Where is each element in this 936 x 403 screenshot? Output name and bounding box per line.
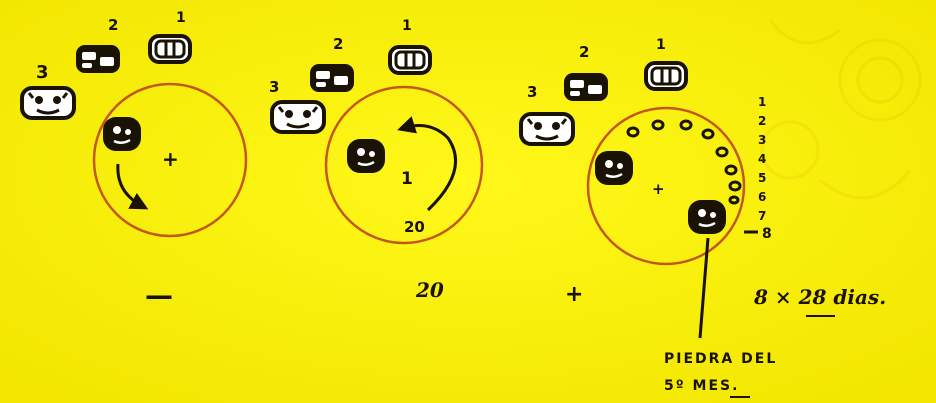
formula-text: 8 × 28 dias.: [753, 285, 886, 309]
count-number: 7: [758, 209, 766, 223]
stone-glyph: [688, 200, 726, 234]
count-number: 4: [758, 152, 766, 166]
glyph-label-1: 1: [402, 18, 412, 34]
moon-glyph: [595, 151, 633, 185]
stone-note-line-2: 5º MES.: [664, 378, 739, 394]
vertical-count: 1 2 3 4 5 6 7: [758, 95, 766, 223]
moon-glyph: [347, 139, 385, 173]
count-number: 5: [758, 171, 766, 185]
glyph-3: [521, 114, 573, 144]
arrow-label: 20: [404, 218, 425, 236]
glyph-2: [76, 45, 120, 73]
center-mark: +: [652, 180, 665, 198]
center-mark: 1: [401, 169, 413, 189]
glyph-label-2: 2: [108, 16, 118, 34]
glyph-label-2: 2: [333, 35, 343, 53]
center-mark: +: [162, 147, 179, 171]
glyph-2: [564, 73, 608, 101]
glyph-label-3: 3: [527, 83, 537, 101]
count-number: 3: [758, 133, 766, 147]
diagram-2-caption: 20: [415, 278, 444, 302]
glyph-3: [22, 88, 74, 118]
glyph-label-3: 3: [36, 62, 49, 83]
diagram-1-caption: —: [145, 279, 173, 312]
end-marker: 8: [762, 226, 772, 242]
glyph-1: [646, 63, 686, 89]
count-number: 6: [758, 190, 766, 204]
glyph-label-1: 1: [176, 10, 186, 26]
stone-note-line-1: PIEDRA DEL: [664, 351, 777, 367]
glyph-label-2: 2: [579, 43, 589, 61]
glyph-label-1: 1: [656, 37, 666, 53]
glyph-2: [310, 64, 354, 92]
diagram-3-caption: +: [565, 282, 583, 307]
glyph-1: [150, 36, 190, 62]
count-number: 2: [758, 114, 766, 128]
glyph-1: [390, 47, 430, 73]
glyph-label-3: 3: [269, 78, 279, 96]
moon-glyph: [103, 117, 141, 151]
glyph-3: [272, 102, 324, 132]
count-number: 1: [758, 95, 766, 109]
